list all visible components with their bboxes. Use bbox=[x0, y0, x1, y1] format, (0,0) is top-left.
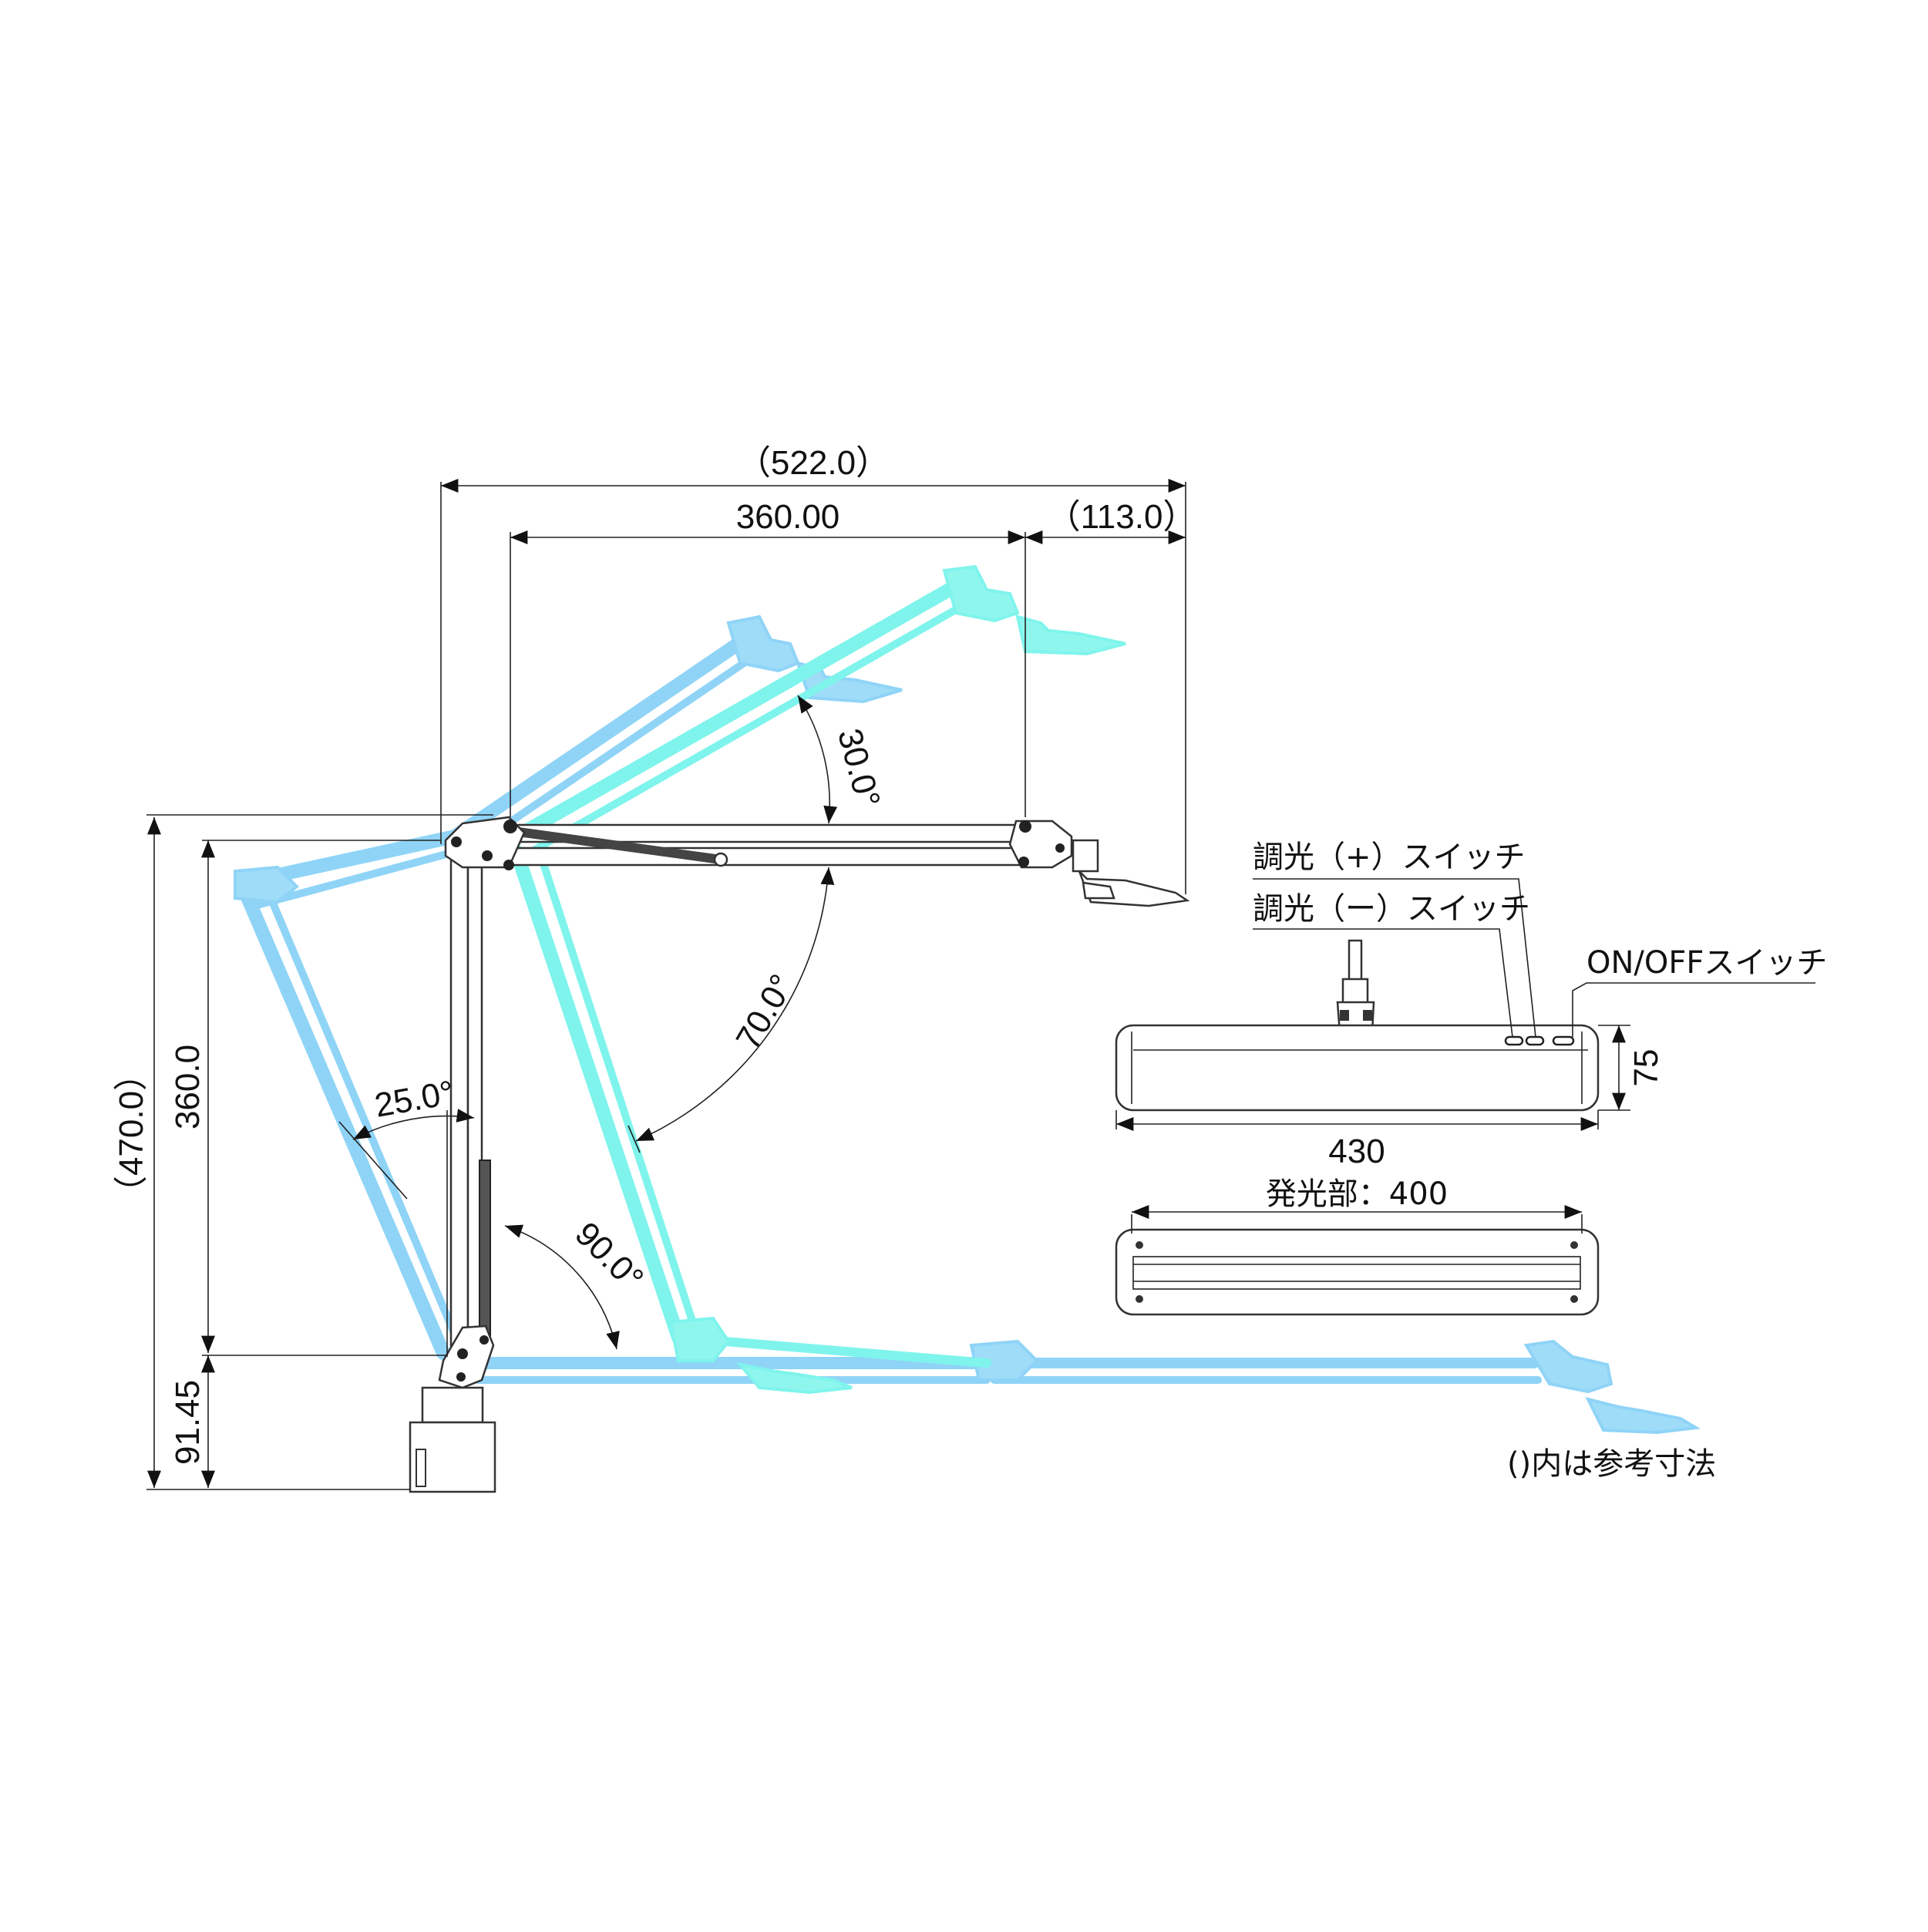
dim-head-width: 430 bbox=[1328, 1133, 1385, 1170]
dim-overall-reach: （522.0） bbox=[737, 444, 890, 482]
angle-upper-tilt: 30.0° bbox=[830, 725, 887, 811]
dim-arm-height: 360.0 bbox=[169, 1045, 207, 1129]
head-front-view bbox=[1115, 878, 1815, 1131]
label-dim-plus: 調光（+）スイッチ bbox=[1253, 840, 1526, 875]
dim-emitting-width: 発光部：400 bbox=[1266, 1176, 1448, 1212]
dim-arm-length: 360.00 bbox=[736, 498, 840, 536]
label-dim-minus: 調光（ー）スイッチ bbox=[1253, 891, 1530, 927]
dimension-lines bbox=[146, 479, 1186, 1490]
angle-arm-swing: 70.0° bbox=[728, 968, 801, 1056]
dim-total-height: （470.0） bbox=[113, 1057, 150, 1210]
head-bottom-view bbox=[1115, 1205, 1600, 1316]
dim-head-thickness: 75 bbox=[1627, 1049, 1665, 1087]
dim-head-offset: （113.0） bbox=[1047, 498, 1197, 536]
reference-note: ()内は参考寸法 bbox=[1507, 1446, 1716, 1482]
angle-pole-tilt: 25.0° bbox=[372, 1074, 456, 1125]
lamp-main bbox=[409, 816, 1190, 1493]
ghost-position-blue bbox=[234, 614, 1701, 1435]
ghost-position-cyan bbox=[510, 564, 1126, 1395]
dim-base-height: 91.45 bbox=[169, 1380, 207, 1465]
label-power-switch: ON/OFFスイッチ bbox=[1586, 945, 1827, 981]
